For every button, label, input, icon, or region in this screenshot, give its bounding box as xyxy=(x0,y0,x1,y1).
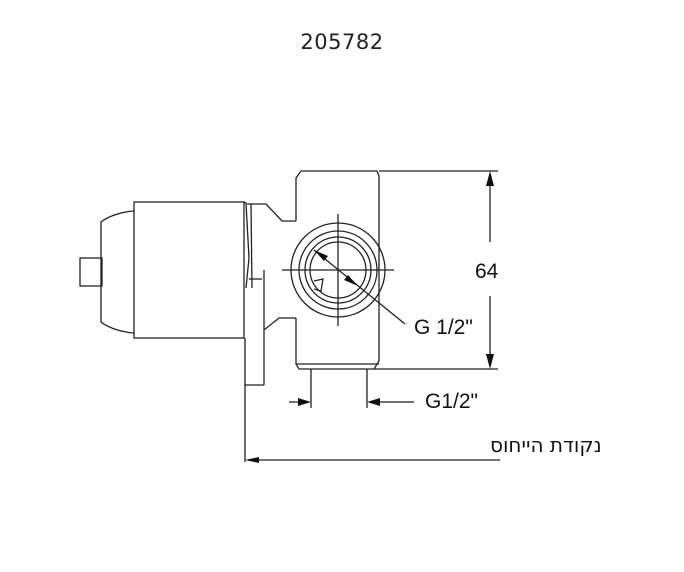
cover-plate-edge xyxy=(243,201,250,289)
handle-body xyxy=(133,201,245,339)
reference-point-label: נקודת הייחוס xyxy=(490,433,602,457)
side-port xyxy=(282,214,406,326)
product-code: 205782 xyxy=(300,30,384,54)
valve-body xyxy=(295,170,380,370)
height-dimension-label: 64 xyxy=(475,260,499,283)
handle-knob xyxy=(79,210,135,334)
side-thread-label: G 1/2" xyxy=(414,316,473,339)
bottom-thread-label: G1/2" xyxy=(425,390,478,413)
